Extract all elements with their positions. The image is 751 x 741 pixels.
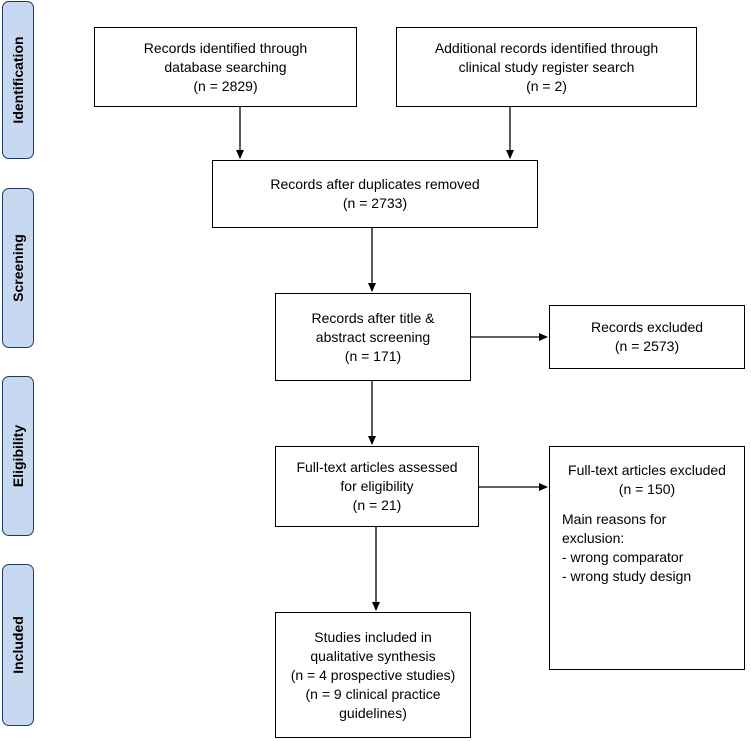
box-line: for eligibility <box>340 478 414 494</box>
box-line: (n = 21) <box>352 497 402 513</box>
box-line: Studies included in <box>314 628 432 645</box>
box-line: database searching <box>164 58 287 75</box>
phase-identification: Identification <box>2 1 34 159</box>
duplicates-removed-box: Records after duplicates removed (n = 27… <box>212 160 538 228</box>
reason-line: exclusion: <box>562 530 625 546</box>
box-line: (n = 4 prospective studies) <box>290 666 456 683</box>
box-line: (n = 2829) <box>193 77 258 94</box>
box-line: guidelines) <box>339 704 407 721</box>
phase-eligibility: Eligibility <box>2 376 34 536</box>
box-line: (n = 171) <box>344 347 402 364</box>
fulltext-assessed-box: Full-text articles assessed for eligibil… <box>275 446 479 527</box>
box-line: Records after title & <box>311 309 435 326</box>
box-line: Records excluded <box>590 319 704 335</box>
box-line: qualitative synthesis <box>310 647 436 664</box>
box-line: (n = 2733) <box>342 195 408 211</box>
phase-screening: Screening <box>2 188 34 348</box>
phase-included: Included <box>2 564 34 726</box>
register-records-box: Additional records identified through cl… <box>396 27 697 107</box>
reason-line: - wrong comparator <box>562 549 684 565</box>
box-line: (n = 2) <box>526 77 567 94</box>
box-line: Records after duplicates removed <box>270 176 480 192</box>
records-excluded-box: Records excluded (n = 2573) <box>549 305 745 369</box>
included-studies-box: Studies included in qualitative synthesi… <box>275 612 471 738</box>
screened-records-box: Records after title & abstract screening… <box>275 293 471 381</box>
box-line: (n = 150) <box>618 481 676 497</box>
reason-line: Main reasons for <box>562 511 667 527</box>
box-line: Full-text articles assessed <box>296 459 458 475</box>
reason-line: - wrong study design <box>562 568 692 584</box>
box-line: (n = 2573) <box>614 338 680 354</box>
box-line: Full-text articles excluded <box>568 462 726 478</box>
box-line: clinical study register search <box>458 58 635 75</box>
fulltext-excluded-box: Full-text articles excluded (n = 150) Ma… <box>549 446 745 670</box>
box-line: (n = 9 clinical practice <box>305 685 441 702</box>
database-records-box: Records identified through database sear… <box>94 27 357 107</box>
box-line: Additional records identified through <box>434 39 659 56</box>
exclusion-reasons: Main reasons for exclusion: - wrong comp… <box>562 510 691 586</box>
box-line: abstract screening <box>315 328 431 345</box>
box-line: Records identified through <box>143 39 308 56</box>
